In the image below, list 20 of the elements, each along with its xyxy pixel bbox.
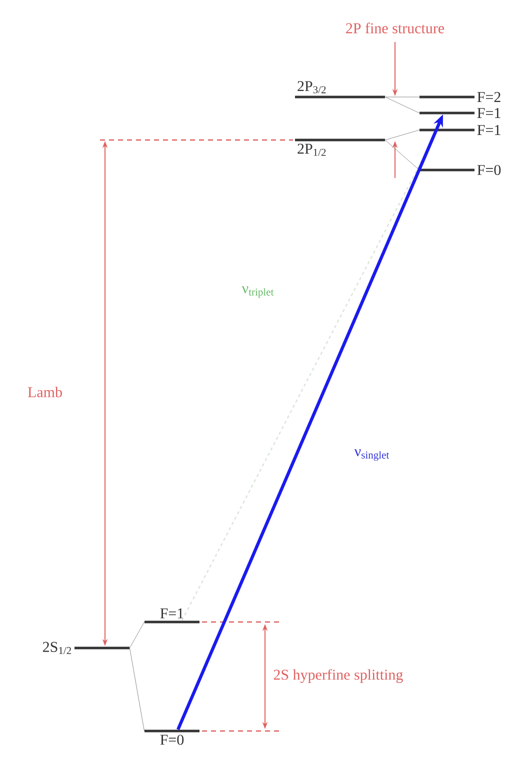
level-label: F=0 [477, 164, 501, 176]
edge-label: ν$_{singlet}$ [353, 448, 391, 462]
level-label: 2P$_{1/2}$ [298, 144, 326, 156]
connector-line [129, 648, 145, 732]
connector-line [384, 140, 420, 170]
edge-label: ν$_{triplet}$ [240, 285, 276, 299]
connector-line [129, 622, 145, 648]
connector-line [384, 96, 420, 114]
level-label: 2S$_{1/2}$ [43, 642, 72, 654]
level-label: F=2 [477, 92, 500, 102]
level-label: F=1 [477, 108, 500, 118]
level-label: 2P$_{3/2}$ [298, 81, 326, 94]
lamb-label: Lamb [28, 386, 62, 398]
level-label: F=1 [160, 608, 184, 618]
splitting-label: 2S hyperfine splitting [274, 669, 403, 683]
level-label: F=1 [477, 125, 500, 135]
level-label: F=0 [160, 734, 184, 745]
connector-line [384, 96, 420, 98]
structure-label: 2P fine structure [346, 22, 444, 34]
connector-line [384, 130, 420, 140]
